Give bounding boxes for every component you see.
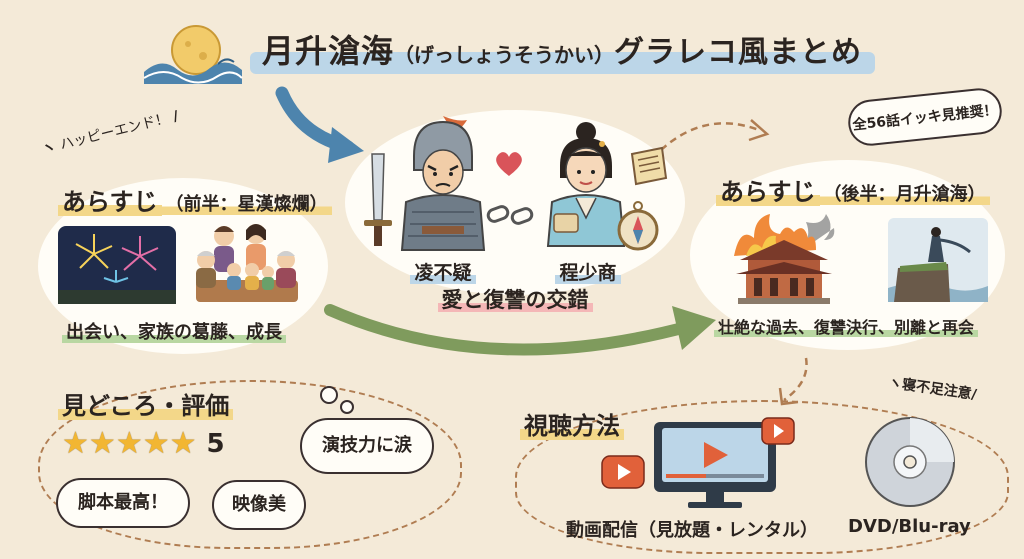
bubble-script-text: 脚本最高！ xyxy=(78,492,168,513)
play-icon-small xyxy=(761,417,795,445)
story-second-heading: あらすじ xyxy=(716,178,820,206)
character-left-name: 凌不疑 xyxy=(388,258,498,285)
heart-icon xyxy=(496,152,522,176)
disc-icon xyxy=(865,417,955,507)
star-icon: ★ xyxy=(142,426,170,461)
bubble-script: 脚本最高！ xyxy=(56,478,190,528)
characters-theme: 愛と復讐の交錯 xyxy=(400,284,630,314)
dashed-outline-review xyxy=(38,380,462,549)
viewing-streaming-label: 動画配信（見放題・レンタル） xyxy=(566,516,818,542)
tag-sleep: ヽ寝不足注意/ xyxy=(887,374,978,404)
story-first-heading: あらすじ xyxy=(58,188,162,216)
story-first-subtitle: （前半：星漢燦爛） xyxy=(161,194,332,215)
arrow-green xyxy=(324,304,716,356)
tv-icon xyxy=(654,422,776,508)
story-first-caption: 出会い、家族の葛藤、成長 xyxy=(62,318,286,344)
character-right-name: 程少商 xyxy=(538,258,638,285)
fireworks-icon xyxy=(58,226,176,304)
tag-happy-end: ヽ ハッピーエンド！ / xyxy=(40,108,181,158)
page-title: 月升滄海（げっしょうそうかい）グラレコ風まとめ xyxy=(262,26,862,72)
viewing-streaming-text: 動画配信（見放題・レンタル） xyxy=(566,520,818,541)
scroll-icon xyxy=(630,146,668,186)
compass-icon xyxy=(617,201,659,251)
palace-fire-icon xyxy=(734,214,835,304)
star-icon: ★ xyxy=(115,426,143,461)
bubble-acting-text: 演技力に涙 xyxy=(322,435,412,456)
bubble-visual: 映像美 xyxy=(212,480,306,530)
sword-icon xyxy=(364,153,392,246)
cliff-figure-icon xyxy=(888,218,988,302)
title-suffix: グラレコ風まとめ xyxy=(614,35,863,70)
characters-theme-text: 愛と復讐の交錯 xyxy=(437,288,593,312)
tag-sleep-text: 寝不足注意 xyxy=(901,376,973,403)
story-first-caption-text: 出会い、家族の葛藤、成長 xyxy=(62,322,286,343)
rating-value: 5 xyxy=(206,428,225,459)
chain-icon xyxy=(486,205,534,225)
arrow-dashed-down xyxy=(778,357,808,406)
cloud-center xyxy=(345,110,685,295)
moon-wave-icon xyxy=(143,25,243,84)
viewing-heading: 視聴方法 xyxy=(520,412,624,440)
review-title: 見どころ・評価 xyxy=(58,386,234,421)
bubble-visual-text: 映像美 xyxy=(232,494,286,515)
rating-stars: ★ ★ ★ ★ ★ 5 xyxy=(62,426,225,461)
warrior-icon xyxy=(400,116,486,251)
family-icon xyxy=(196,224,298,302)
arrow-dashed-top xyxy=(660,119,770,151)
review-heading: 見どころ・評価 xyxy=(58,392,234,420)
star-icon: ★ xyxy=(62,426,89,461)
arrow-blue xyxy=(275,86,364,163)
story-second-caption-text: 壮絶な過去、復讐決行、別離と再会 xyxy=(714,318,979,337)
title-reading: （げっしょうそうかい） xyxy=(394,43,615,67)
title-highlight xyxy=(250,52,875,74)
character-right-text: 程少商 xyxy=(555,262,621,284)
viewing-title: 視聴方法 xyxy=(520,406,624,441)
title-main: 月升滄海 xyxy=(262,32,395,70)
tag-binge: 全56話イッキ見推奨！ xyxy=(846,86,1004,148)
viewing-disc-label: DVD/Blu-ray xyxy=(848,516,971,537)
play-icon xyxy=(601,455,645,489)
dashed-outline-viewing xyxy=(515,400,1009,554)
tag-binge-text: 全56話イッキ見推奨！ xyxy=(851,102,999,134)
maiden-icon xyxy=(546,122,626,247)
star-icon: ★ xyxy=(88,426,116,461)
story-second-subtitle: （後半：月升滄海） xyxy=(819,184,990,205)
bubble-acting: 演技力に涙 xyxy=(300,418,434,474)
story-second-caption: 壮絶な過去、復讐決行、別離と再会 xyxy=(714,314,979,338)
character-left-text: 凌不疑 xyxy=(410,262,476,284)
story-second-title: あらすじ（後半：月升滄海） xyxy=(716,172,990,207)
tag-happy-end-text: ハッピーエンド！ xyxy=(58,110,171,154)
story-first-title: あらすじ（前半：星漢燦爛） xyxy=(58,182,332,217)
viewing-disc-text: DVD/Blu-ray xyxy=(848,516,971,537)
star-icon: ★ xyxy=(169,426,197,461)
